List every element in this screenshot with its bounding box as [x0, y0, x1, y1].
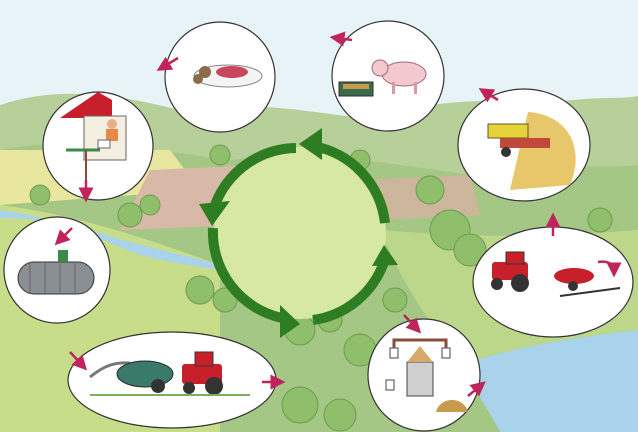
cycle-arrows: [207, 141, 390, 325]
bubble-storage: [3, 216, 111, 324]
bubble-pig: [329, 20, 445, 132]
plate-of-food-icon: [193, 64, 263, 88]
pink-arrow-meal: [156, 56, 179, 71]
house-toilet-icon: [60, 92, 127, 180]
pink-arrow-biogas-top: [403, 314, 422, 334]
storage-tank-icon: [17, 250, 95, 295]
bubble-toilet: [42, 91, 154, 203]
pink-arrow-fertilizing-right: [597, 260, 622, 278]
cycle-arrowhead-bottom: [280, 305, 300, 338]
river: [0, 210, 250, 272]
nutrient-cycle: [199, 128, 398, 338]
cycle-arrow-left-bottom: [207, 227, 284, 323]
lake: [470, 330, 638, 432]
pink-arrow-biogas-right: [467, 381, 486, 397]
pink-arrow-harvest: [478, 88, 499, 103]
pink-arrow-spreading-in: [69, 351, 88, 371]
cycle-arrowheads: [199, 128, 398, 338]
biogas-plant-icon: [385, 338, 468, 412]
bubble-meal: [156, 21, 276, 133]
bubble-biogas: [367, 314, 486, 432]
cycle-arrowhead-left: [199, 201, 230, 226]
tractor-with-tanker-icon: [89, 351, 250, 396]
pink-arrow-storage: [54, 227, 73, 246]
cycle-arrow-right-top: [312, 141, 390, 224]
pig-with-feed-trough-icon: [338, 59, 427, 97]
bubble-fertilizing: [472, 212, 634, 338]
bubble-harvest: [457, 88, 591, 202]
pink-arrow-pig: [329, 31, 353, 47]
cycle-arrow-right-bottom: [312, 260, 389, 325]
cycle-center: [214, 147, 386, 319]
bubble-spreading: [67, 331, 286, 429]
cycle-arrowhead-top: [299, 128, 322, 160]
tractor-with-sprayer-icon: [491, 251, 621, 297]
combine-harvester-icon: [487, 112, 576, 190]
cycle-arrow-top: [210, 143, 297, 207]
cycle-arrowhead-right: [372, 245, 398, 266]
